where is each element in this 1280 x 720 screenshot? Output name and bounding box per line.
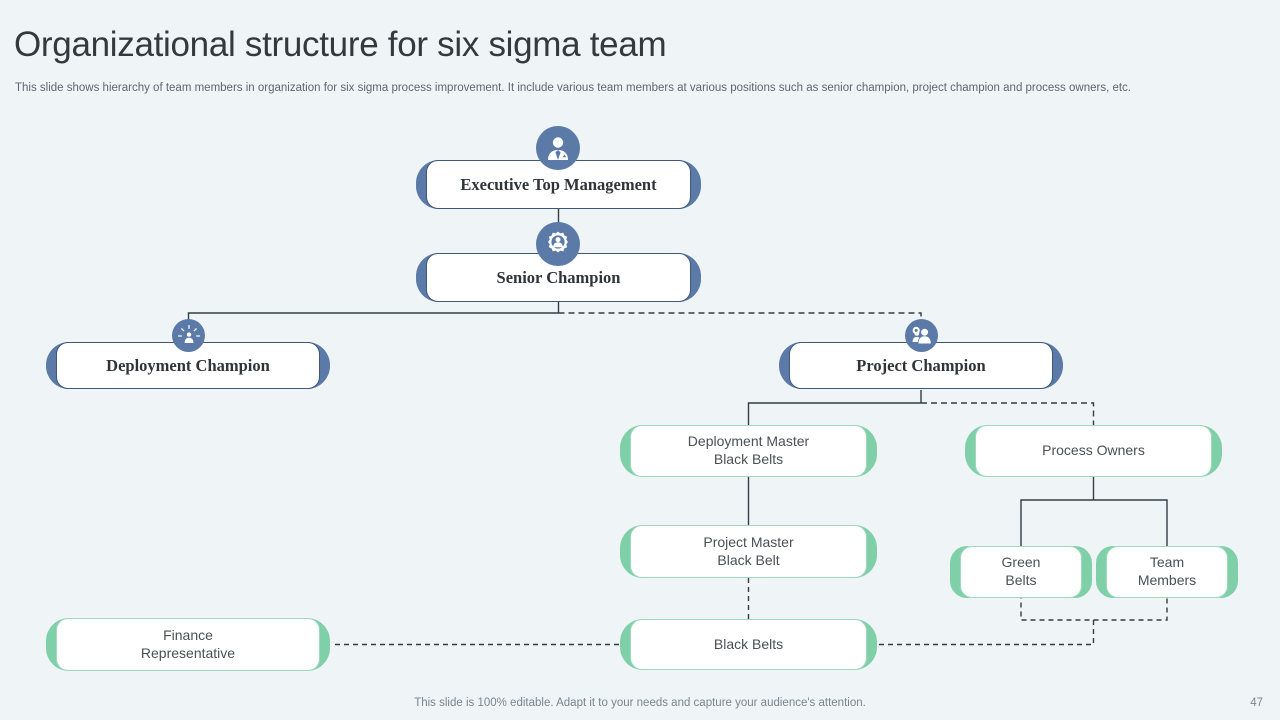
person-network-icon-glyph [177,324,200,343]
node-team-members[interactable]: Team Members [1096,546,1238,598]
footer-note: This slide is 100% editable. Adapt it to… [414,697,866,709]
node-label-line2: Black Belt [717,551,780,568]
node-label: Team Members [1130,554,1204,590]
node-label: Project Champion [856,355,986,375]
node-card: Process Owners [975,425,1212,477]
node-deployment-master-black-belts[interactable]: Deployment Master Black Belts [620,425,877,477]
node-project-master-black-belt[interactable]: Project Master Black Belt [620,525,877,578]
edge-senior-project [558,312,922,343]
businessman-icon-glyph [548,137,568,160]
gear-person-icon [536,222,580,266]
node-label: Black Belts [713,635,784,652]
team-gear-icon [905,319,938,352]
page-number: 47 [1250,697,1263,709]
node-label: Deployment Master Black Belts [680,433,817,469]
node-label: Finance Representative [133,627,243,663]
node-label-line2: Members [1137,572,1197,588]
team-gear-icon-glyph [912,326,931,343]
node-label: Executive Top Management [460,174,657,194]
node-label-line2: Black Belts [713,451,784,467]
edge-blackbelts-teammembers-route [1093,598,1168,621]
node-process-owners[interactable]: Process Owners [965,425,1222,477]
page-subtitle: This slide shows hierarchy of team membe… [15,82,1131,94]
node-card: Green Belts [960,546,1082,598]
node-green-belts[interactable]: Green Belts [950,546,1092,598]
node-label: Green Belts [994,554,1049,590]
edge-project-depmaster [747,402,921,425]
edge-project-processowners [921,402,1095,425]
edge-processowners-teammembers [1093,499,1168,546]
node-label: Deployment Champion [106,355,270,375]
node-label: Process Owners [1042,442,1145,459]
node-finance-representative[interactable]: Finance Representative [46,618,330,671]
node-label-line1: Green [1001,554,1041,571]
node-label-line1: Deployment Master [687,433,810,450]
edge-blackbelts-belts-route [870,598,1095,646]
node-label-line2: Belts [1005,572,1037,588]
person-network-icon [172,319,205,352]
node-card: Project Master Black Belt [630,525,867,578]
edge-senior-deployment [187,312,559,343]
businessman-icon [536,126,580,170]
edge-processowners-greenbelts [1020,499,1094,546]
node-label-line1: Team [1149,554,1185,571]
node-card: Finance Representative [56,618,320,671]
node-black-belts[interactable]: Black Belts [620,619,877,670]
node-label-line2: Representative [140,644,236,661]
node-card: Team Members [1106,546,1228,598]
node-label-line1: Project Master [703,533,794,550]
node-label: Senior Champion [496,267,621,287]
page-title: Organizational structure for six sigma t… [14,25,667,64]
node-card: Black Belts [630,619,867,670]
node-label-line1: Finance [163,626,213,643]
node-card: Deployment Master Black Belts [630,425,867,477]
node-label: Project Master Black Belt [695,534,801,570]
gear-person-icon-glyph [548,231,568,253]
